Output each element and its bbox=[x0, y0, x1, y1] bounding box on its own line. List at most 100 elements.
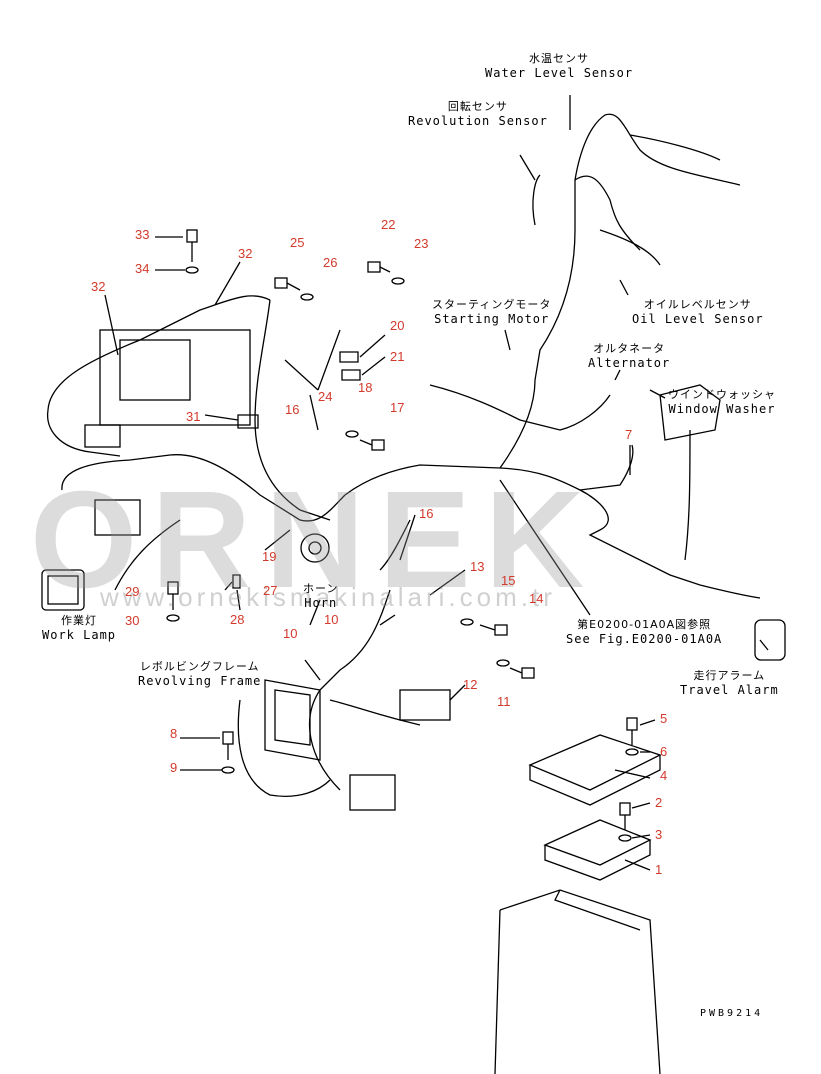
harness-washer bbox=[684, 429, 691, 561]
callout-19: 19 bbox=[262, 549, 277, 564]
revolving-frame-bracket bbox=[264, 679, 321, 761]
callout-30: 30 bbox=[125, 613, 140, 628]
callout-10-right: 10 bbox=[324, 612, 339, 627]
callout-28: 28 bbox=[230, 612, 245, 627]
callout-5: 5 bbox=[660, 711, 668, 726]
bolt-25 bbox=[274, 277, 301, 291]
harness-frame-loop bbox=[237, 699, 331, 797]
callout-32-left: 32 bbox=[91, 279, 106, 294]
solenoid-block-lower bbox=[349, 774, 396, 811]
bolt-17 bbox=[359, 439, 385, 451]
harness-left-upper bbox=[47, 295, 271, 411]
callout-25: 25 bbox=[290, 235, 305, 250]
watermark-url: www.ornekismakinalari.com.tr bbox=[100, 582, 556, 612]
bolt-2 bbox=[619, 802, 631, 830]
callout-1: 1 bbox=[655, 862, 663, 877]
bolt-8 bbox=[222, 731, 234, 760]
label-oil-level-sensor: オイルレベルセンサ Oil Level Sensor bbox=[632, 298, 764, 326]
harness-up-trunk bbox=[499, 180, 576, 469]
washer-15 bbox=[460, 618, 474, 626]
harness-water-branch bbox=[574, 113, 741, 186]
washer-3 bbox=[618, 834, 632, 842]
callout-6: 6 bbox=[660, 744, 668, 759]
callout-22: 22 bbox=[381, 217, 396, 232]
bolt-22 bbox=[367, 261, 391, 273]
harness-alternator bbox=[429, 384, 611, 431]
harness-left-lower bbox=[47, 409, 121, 457]
callout-33: 33 bbox=[135, 227, 150, 242]
valve-block bbox=[399, 689, 451, 721]
harness-oil-branch bbox=[574, 175, 641, 251]
drawing-code: PWB9214 bbox=[700, 1008, 764, 1019]
harness-revolving bbox=[308, 689, 341, 791]
bolt-14 bbox=[479, 624, 508, 636]
controller-plate-4 bbox=[528, 734, 662, 791]
clamp-27 bbox=[232, 574, 241, 589]
callout-8: 8 bbox=[170, 726, 178, 741]
harness-lamp-run bbox=[61, 454, 346, 522]
washer-18 bbox=[345, 430, 359, 438]
cab-panel-left bbox=[494, 909, 501, 1074]
callout-18: 18 bbox=[358, 380, 373, 395]
washer-9 bbox=[221, 766, 235, 774]
label-revolution-sensor: 回転センサ Revolution Sensor bbox=[408, 100, 548, 128]
harness-rev-loop bbox=[599, 229, 661, 266]
callout-21: 21 bbox=[390, 349, 405, 364]
callout-34: 34 bbox=[135, 261, 150, 276]
harness-water-sub bbox=[629, 134, 721, 161]
cab-panel-right bbox=[499, 889, 661, 1074]
label-revolving-frame: レボルビングフレーム Revolving Frame bbox=[138, 660, 262, 688]
clip-21 bbox=[341, 369, 361, 381]
harness-valve bbox=[329, 699, 421, 726]
label-travel-alarm: 走行アラーム Travel Alarm bbox=[680, 669, 779, 697]
callout-4: 4 bbox=[660, 768, 668, 783]
callout-13: 13 bbox=[470, 559, 485, 574]
callout-11: 11 bbox=[497, 694, 511, 709]
callout-14: 14 bbox=[529, 591, 544, 606]
clip-20 bbox=[339, 351, 359, 363]
callout-32-top: 32 bbox=[238, 246, 253, 261]
washer-6 bbox=[625, 748, 639, 756]
callout-3: 3 bbox=[655, 827, 663, 842]
bolt-5 bbox=[626, 717, 638, 745]
label-alternator: オルタネータ Alternator bbox=[588, 342, 671, 370]
harness-work-lamp bbox=[114, 519, 181, 591]
callout-24: 24 bbox=[318, 389, 333, 404]
callout-23: 23 bbox=[414, 236, 429, 251]
washer-34 bbox=[185, 266, 199, 274]
label-starting-motor: スターティングモータ Starting Motor bbox=[432, 298, 552, 326]
washer-30 bbox=[166, 614, 180, 622]
label-water-level-sensor: 水温センサ Water Level Sensor bbox=[485, 52, 634, 80]
travel-alarm-body bbox=[754, 619, 786, 661]
washer-26 bbox=[300, 293, 314, 301]
harness-alarm-run bbox=[579, 489, 761, 599]
callout-29: 29 bbox=[125, 584, 140, 599]
label-window-washer: ウインドウォッシャ Window Washer bbox=[668, 388, 776, 416]
harness-horn bbox=[379, 519, 411, 571]
callout-10-left: 10 bbox=[283, 626, 298, 641]
solenoid-block-left bbox=[94, 499, 141, 536]
callout-2: 2 bbox=[655, 795, 663, 810]
left-console-box bbox=[99, 329, 251, 426]
callout-12: 12 bbox=[463, 677, 478, 692]
harness-center-drop bbox=[254, 299, 331, 521]
controller-plate-1 bbox=[543, 819, 652, 866]
harness-right-run bbox=[344, 444, 634, 496]
label-horn: ホーン Horn bbox=[303, 582, 339, 610]
window-washer-tank bbox=[659, 384, 721, 441]
horn-body bbox=[300, 533, 330, 563]
callout-27: 27 bbox=[263, 583, 278, 598]
clamp-31 bbox=[237, 414, 259, 429]
harness-rev-sensor bbox=[532, 174, 541, 226]
label-see-fig: 第E0200-01A0A図参照 See Fig.E0200-01A0A bbox=[566, 618, 723, 646]
callout-16-upper: 16 bbox=[285, 402, 300, 417]
callout-26: 26 bbox=[323, 255, 338, 270]
bolt-29 bbox=[167, 581, 179, 610]
callout-31: 31 bbox=[186, 409, 201, 424]
callout-20: 20 bbox=[390, 318, 405, 333]
work-lamp-body bbox=[41, 569, 85, 611]
bolt-11 bbox=[509, 667, 535, 679]
label-work-lamp: 作業灯 Work Lamp bbox=[42, 614, 117, 642]
